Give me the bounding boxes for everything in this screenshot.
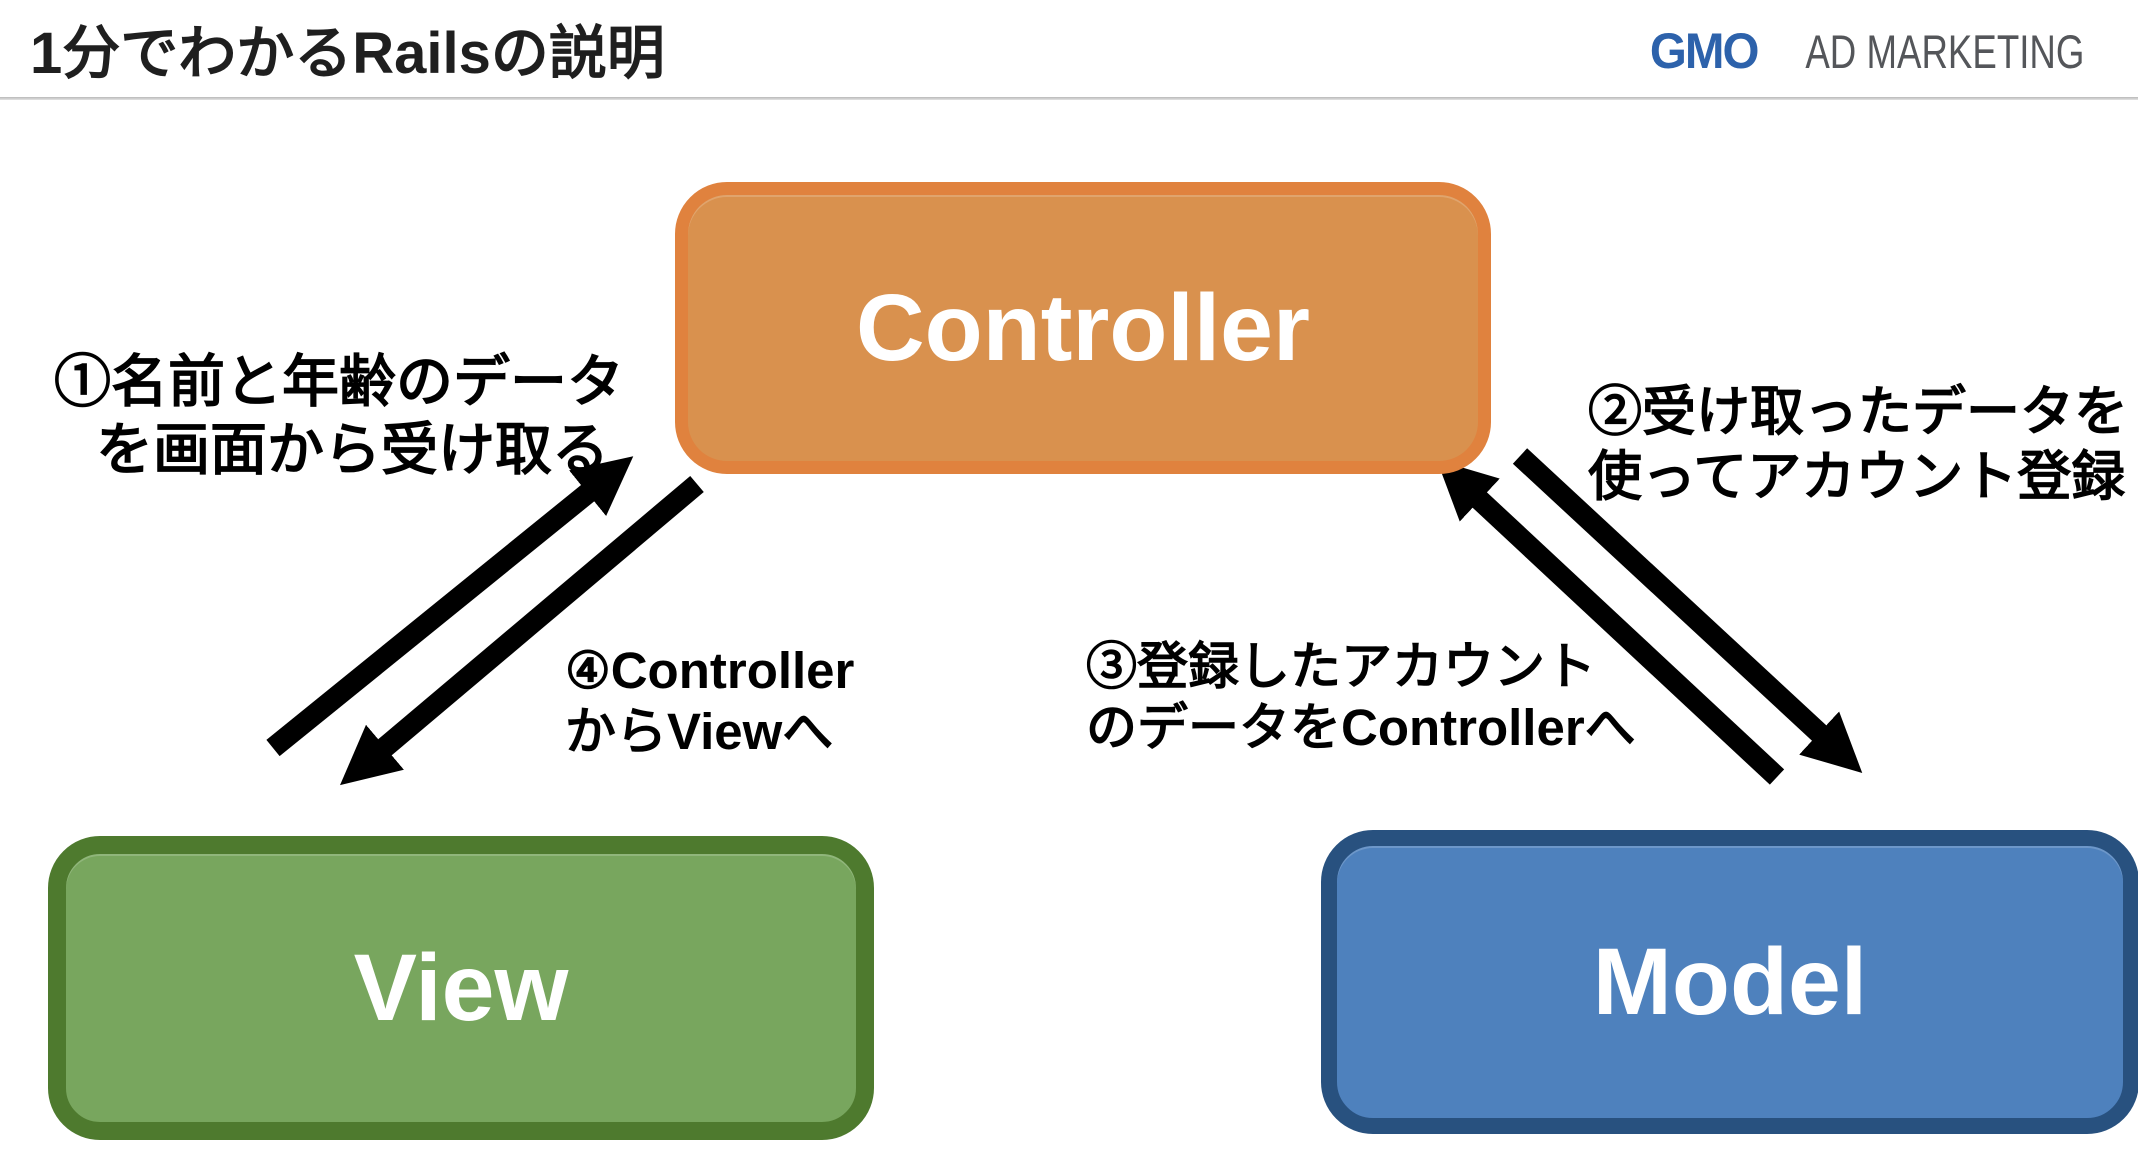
model-node-label: Model — [1592, 928, 1868, 1035]
arrow-controller-to-view — [340, 475, 704, 786]
controller-node: Controller — [675, 182, 1491, 474]
annotation-step1-line1: ①名前と年齢のデータ — [54, 350, 624, 414]
annotation-step3-line2: のデータをControllerへ — [1086, 699, 1636, 757]
annotation-step2-line1: ②受け取ったデータを — [1588, 382, 2128, 442]
controller-node-label: Controller — [856, 274, 1310, 381]
arrow-view-to-controller — [266, 456, 634, 757]
annotation-step3-line1: ③登録したアカウント — [1086, 638, 1597, 695]
annotation-step1-line2: を画面から受け取る — [96, 418, 609, 483]
annotation-step2-line2: 使ってアカウント登録 — [1588, 446, 2126, 507]
view-node: View — [48, 836, 874, 1140]
annotation-step4-line1: ④Controller — [565, 642, 855, 699]
annotation-step4: ④Controller からViewへ — [565, 640, 854, 762]
arrow-model-to-controller — [1436, 459, 1785, 785]
header-divider — [0, 97, 2138, 100]
page-title: 1分でわかるRailsの説明 — [30, 21, 665, 86]
annotation-step2: ②受け取ったデータを 使ってアカウント登録 — [1588, 380, 2128, 510]
gmo-logo-mark: GMO — [1649, 23, 1760, 79]
annotation-step3: ③登録したアカウント のデータをControllerへ — [1086, 636, 1636, 758]
annotation-step4-line2: からViewへ — [565, 703, 834, 761]
gmo-logo: GMO AD MARKETING — [1647, 22, 2124, 80]
arrow-controller-to-model — [1512, 448, 1863, 773]
annotation-step1: ①名前と年齢のデータ を画面から受け取る — [54, 348, 624, 485]
gmo-logo-text: AD MARKETING — [1805, 25, 2085, 78]
model-node: Model — [1321, 830, 2138, 1134]
view-node-label: View — [353, 934, 569, 1041]
